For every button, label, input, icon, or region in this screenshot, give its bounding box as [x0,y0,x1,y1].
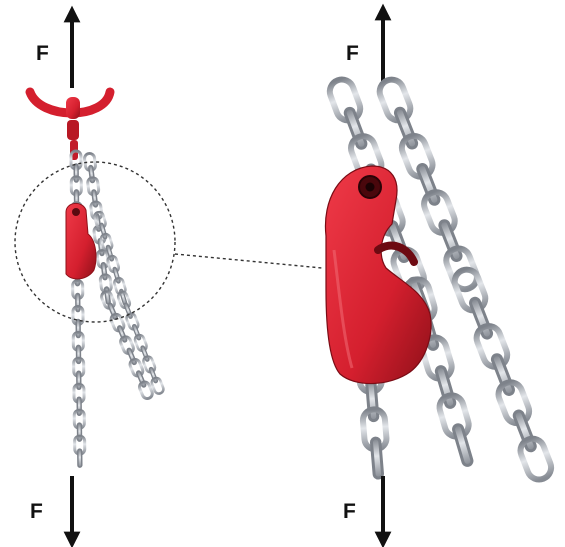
force-label-right-top: F [346,42,359,65]
force-label-left-bottom: F [30,500,43,523]
chain-link [77,397,81,415]
chain-link [76,345,80,363]
chain-link [78,449,82,467]
chain-link [74,164,78,182]
chain-link [517,435,555,483]
chain-link [76,319,80,337]
zoomed-detail: F F [325,12,554,540]
shortening-hook-large [325,166,431,384]
force-label-left-top: F [36,42,49,65]
chain-link [76,293,80,311]
chain-link [376,76,414,124]
callout-line [175,254,322,268]
chain-link [421,189,459,237]
chain-strand-loop [84,153,165,400]
force-label-right-bottom: F [343,500,356,523]
chain-link [366,380,378,421]
chain-link [77,371,81,389]
chain-strand-main [71,151,85,467]
left-assembly: F F [15,14,175,540]
chain-link [371,438,383,479]
master-ring [30,92,110,160]
chain-link [77,423,81,441]
chain-link [344,107,367,150]
chain-link [398,132,436,180]
